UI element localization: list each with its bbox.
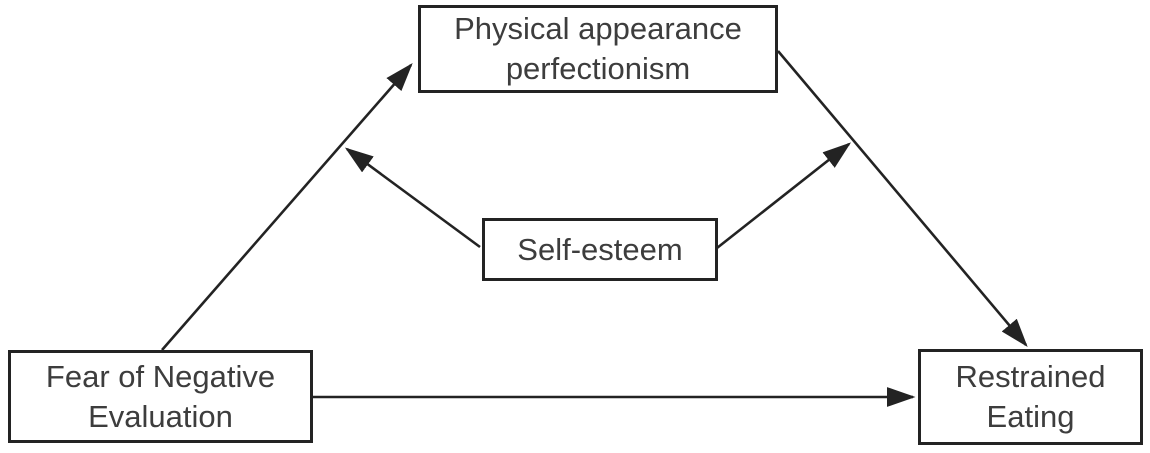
arrow-pap-to-re bbox=[777, 50, 1028, 347]
node-physical-appearance-perfectionism: Physical appearance perfectionism bbox=[418, 5, 778, 93]
node-label: Self-esteem bbox=[517, 231, 683, 267]
arrow-se-to-pap-re-path bbox=[716, 142, 852, 250]
node-label: Physical appearance perfectionism bbox=[454, 11, 742, 86]
node-self-esteem: Self-esteem bbox=[482, 218, 718, 281]
node-label: Restrained Eating bbox=[955, 359, 1106, 434]
node-restrained-eating: Restrained Eating bbox=[918, 349, 1143, 445]
node-label: Fear of Negative Evaluation bbox=[45, 358, 276, 434]
arrow-se-to-fne-pap-path bbox=[344, 147, 481, 249]
arrow-fne-to-pap bbox=[161, 63, 413, 351]
node-fear-of-negative-evaluation: Fear of Negative Evaluation bbox=[8, 350, 313, 443]
